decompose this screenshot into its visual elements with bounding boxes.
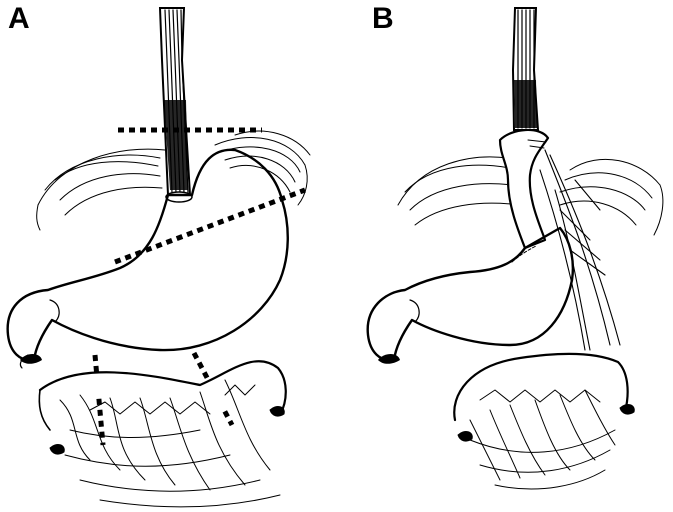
panel-b-stomach	[366, 226, 574, 364]
panel-b-esophagus	[511, 7, 540, 131]
panel-label-a: A	[8, 2, 30, 35]
panel-b-diaphragm-lines	[397, 156, 664, 236]
panel-b-drawing	[366, 7, 664, 490]
panel-a-colon-mesentery	[38, 360, 287, 508]
panel-a-stomach	[6, 148, 289, 369]
panel-b-gastric-tube	[498, 128, 550, 250]
panel-b-vessels	[539, 149, 621, 351]
panel-a-diaphragm-lines	[36, 130, 311, 231]
panel-label-b: B	[372, 2, 394, 35]
panel-b-colon-mesentery	[453, 352, 635, 490]
panel-a-esophagus	[158, 7, 193, 203]
panel-a-drawing	[6, 7, 311, 508]
panel-a-resection-lines	[92, 127, 306, 446]
